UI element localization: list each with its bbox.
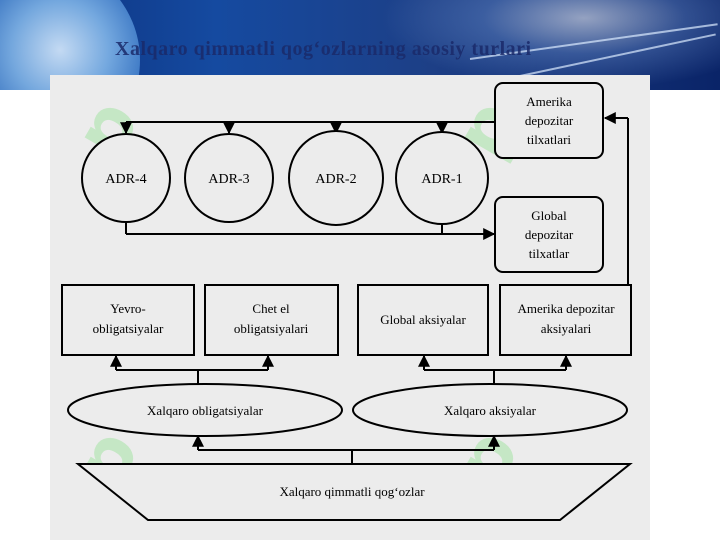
american-shares-line1: Amerika depozitar [517, 301, 615, 316]
global-depositary-line1: Global [531, 208, 567, 223]
global-shares-label: Global aksiyalar [380, 312, 466, 327]
foreign-bonds-line1: Chet el [252, 301, 290, 316]
american-depositary-line1: Amerika [526, 94, 572, 109]
american-shares-line2: aksiyalari [541, 321, 592, 336]
american-depositary-line3: tilxatlari [527, 132, 571, 147]
eurobonds-line1: Yevro- [110, 301, 146, 316]
adr1-label: ADR-1 [421, 172, 462, 187]
eurobonds-box [62, 285, 194, 355]
intl-shares-label: Xalqaro aksiyalar [444, 403, 537, 418]
eurobonds-line2: obligatsiyalar [93, 321, 164, 336]
intl-bonds-label: Xalqaro obligatsiyalar [147, 403, 264, 418]
american-shares-box [500, 285, 631, 355]
foreign-bonds-box [205, 285, 338, 355]
american-depositary-line2: depozitar [525, 113, 574, 128]
intl-securities-label: Xalqaro qimmatli qog‘ozlar [279, 484, 425, 499]
adr3-label: ADR-3 [208, 172, 249, 187]
global-depositary-line3: tilxatlar [529, 246, 570, 261]
adr4-label: ADR-4 [105, 172, 146, 187]
global-depositary-line2: depozitar [525, 227, 574, 242]
foreign-bonds-line2: obligatsiyalari [234, 321, 309, 336]
adr2-label: ADR-2 [315, 172, 356, 187]
